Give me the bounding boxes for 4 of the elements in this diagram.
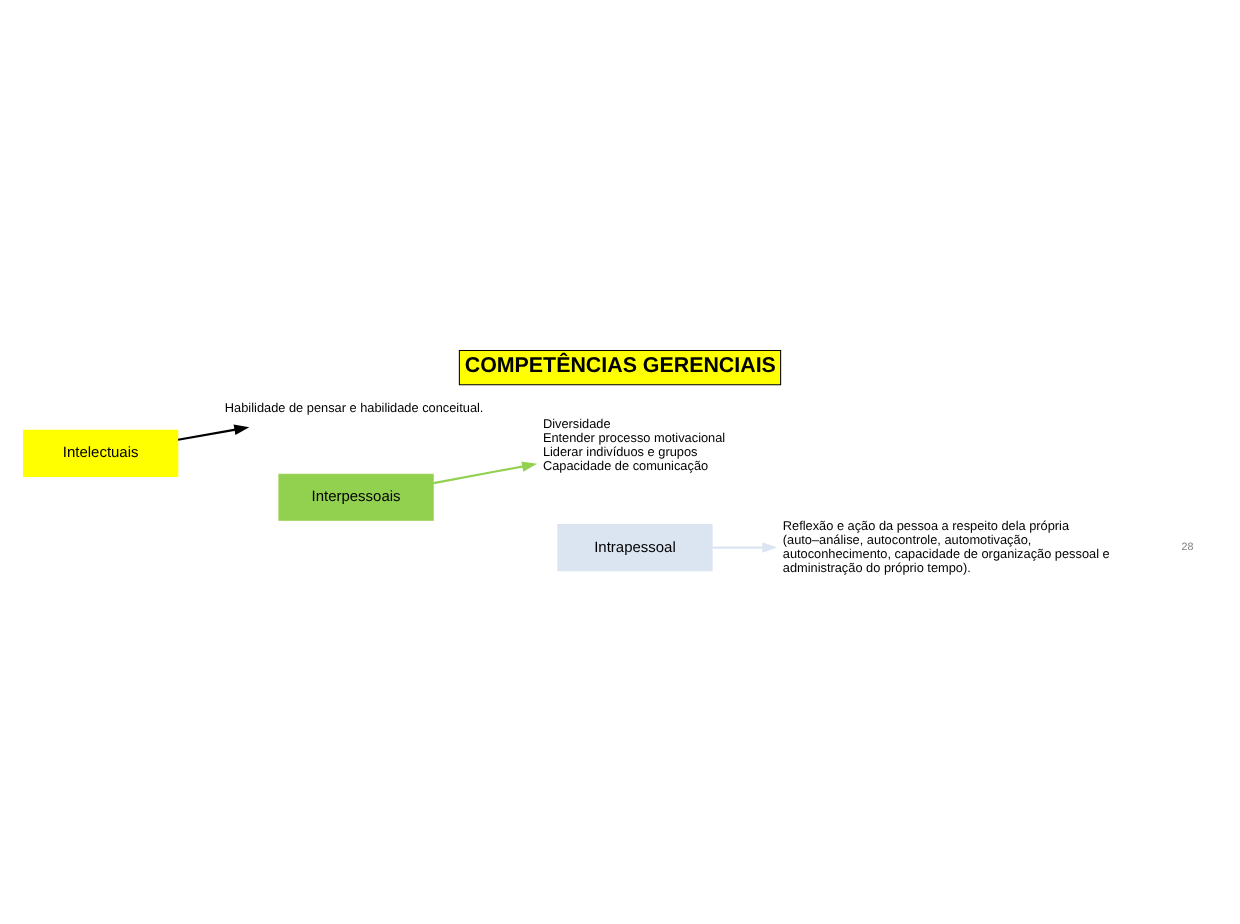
diagram-title: COMPETÊNCIAS GERENCIAIS — [464, 352, 776, 377]
arrow — [433, 460, 538, 484]
arrow — [177, 423, 250, 440]
arrow — [712, 541, 778, 552]
